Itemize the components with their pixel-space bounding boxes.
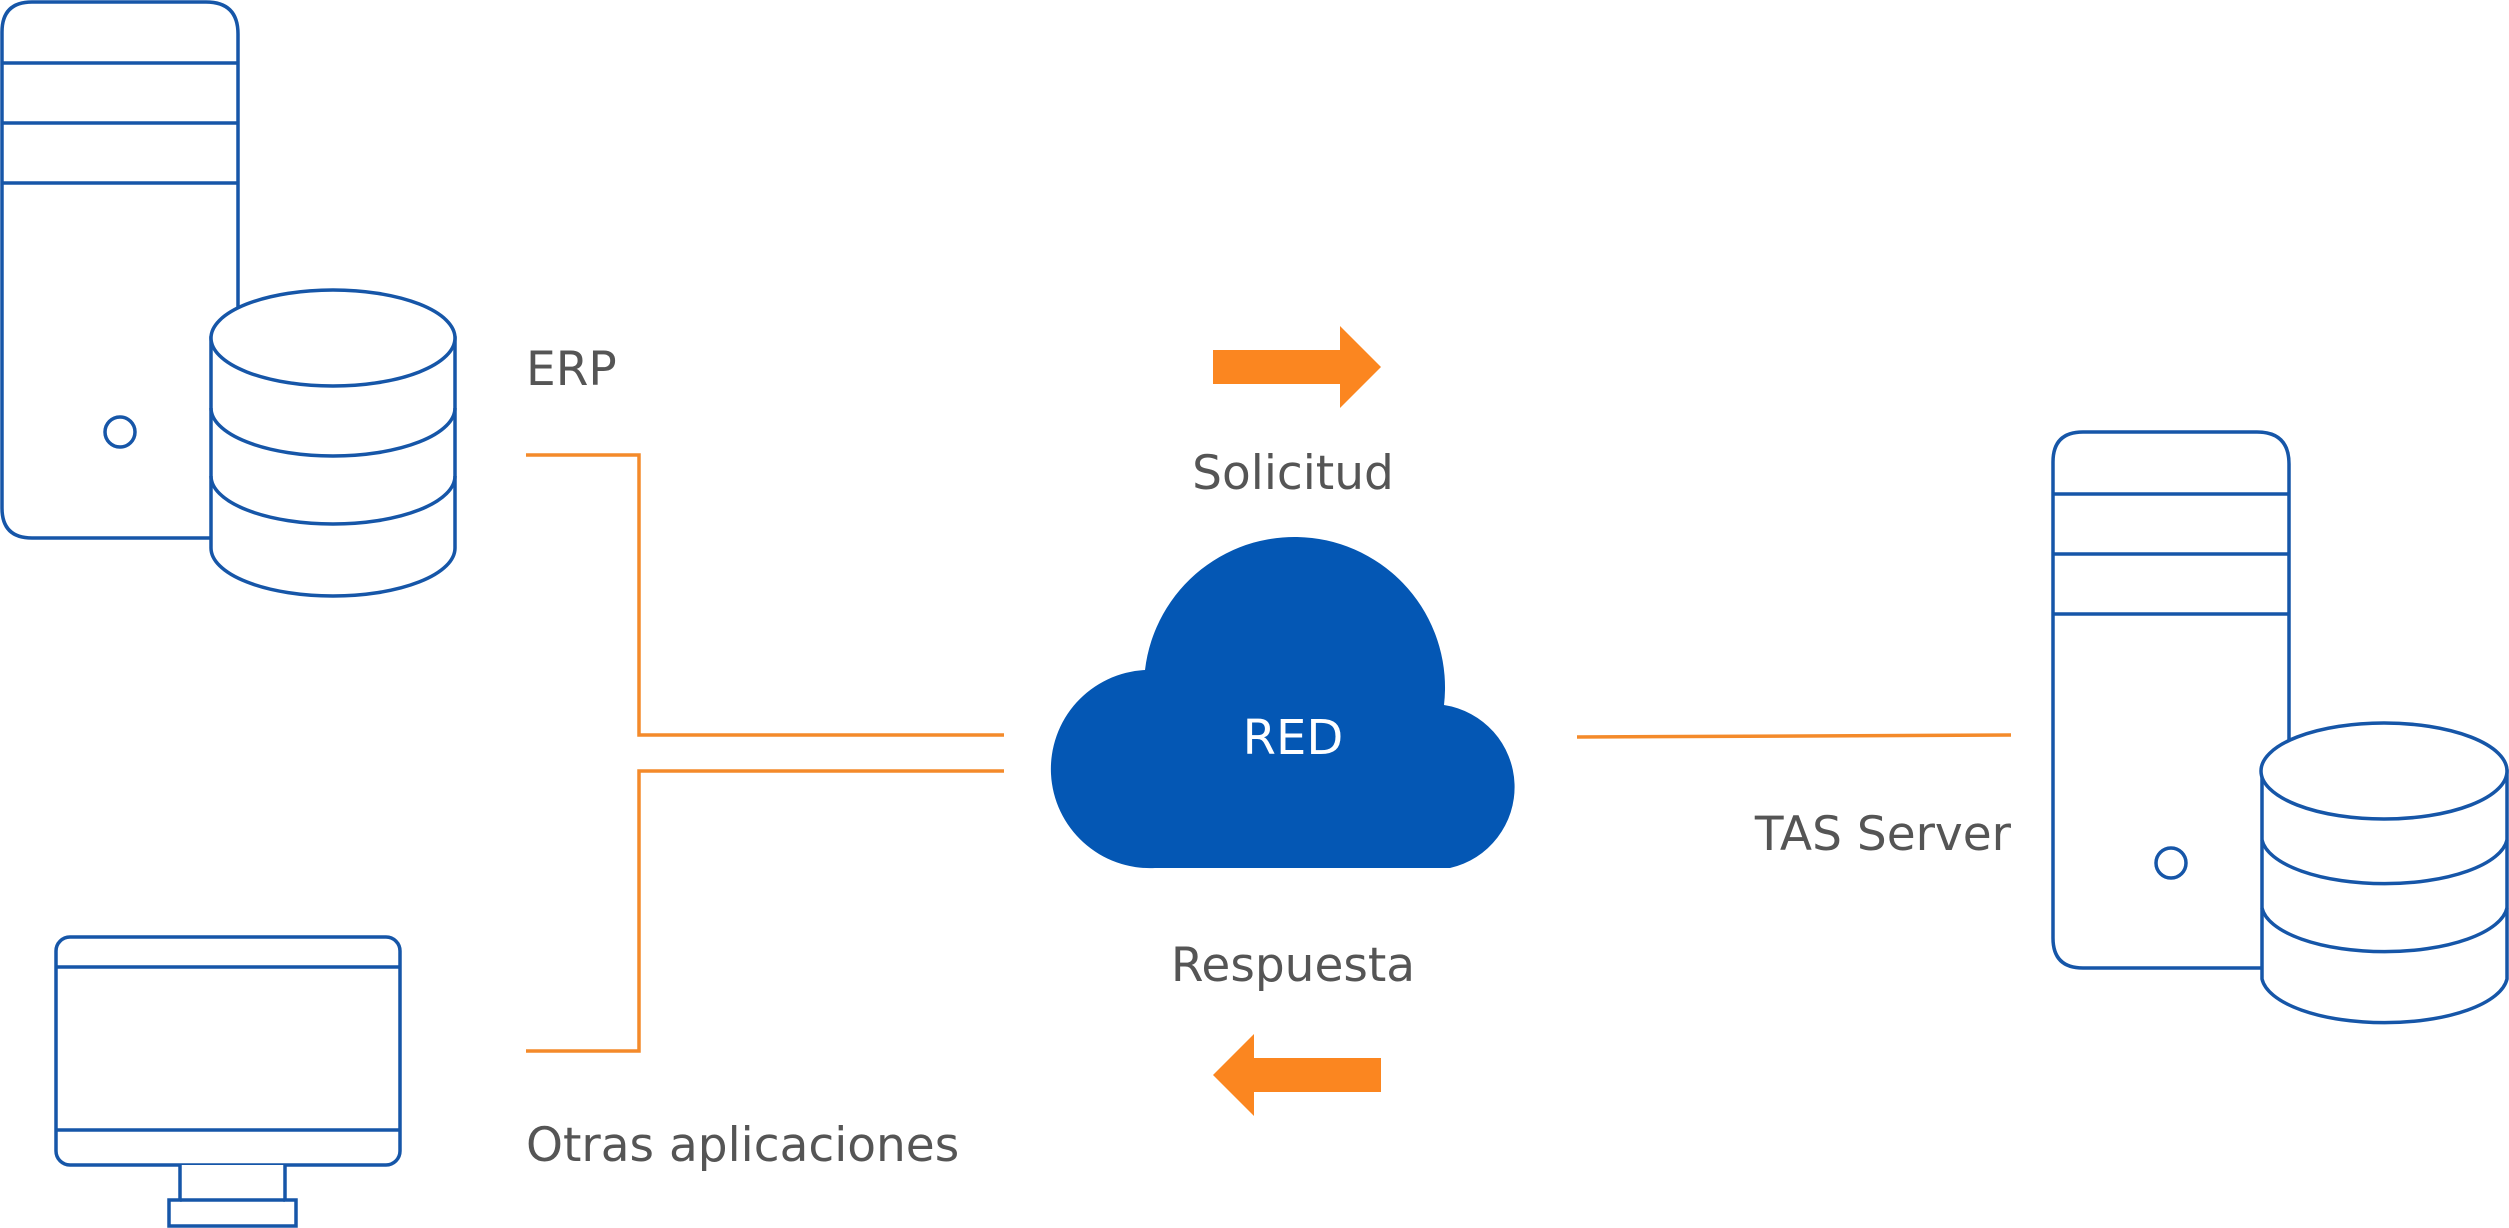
arrow-left-icon: [1213, 1034, 1381, 1116]
network-label: RED: [1243, 710, 1344, 766]
other-apps-label: Otras aplicaciones: [526, 1118, 959, 1173]
request-label: Solicitud: [1192, 446, 1394, 501]
response-label: Respuesta: [1171, 938, 1415, 993]
tas-connector-line: [1576, 733, 2012, 739]
erp-server-icon: [0, 0, 240, 540]
other-apps-connector-line: [526, 769, 1004, 1053]
tas-server-label: TAS Server: [1754, 807, 2012, 862]
arrow-right-icon: [1213, 326, 1381, 408]
monitor-icon: [54, 935, 402, 1228]
tas-database-icon: [2259, 721, 2509, 1025]
cloud-icon: [1050, 536, 1515, 869]
erp-database-icon: [209, 288, 457, 598]
erp-label: ERP: [526, 342, 617, 397]
erp-connector-line: [526, 453, 1004, 737]
tas-server-icon: [2051, 430, 2291, 970]
